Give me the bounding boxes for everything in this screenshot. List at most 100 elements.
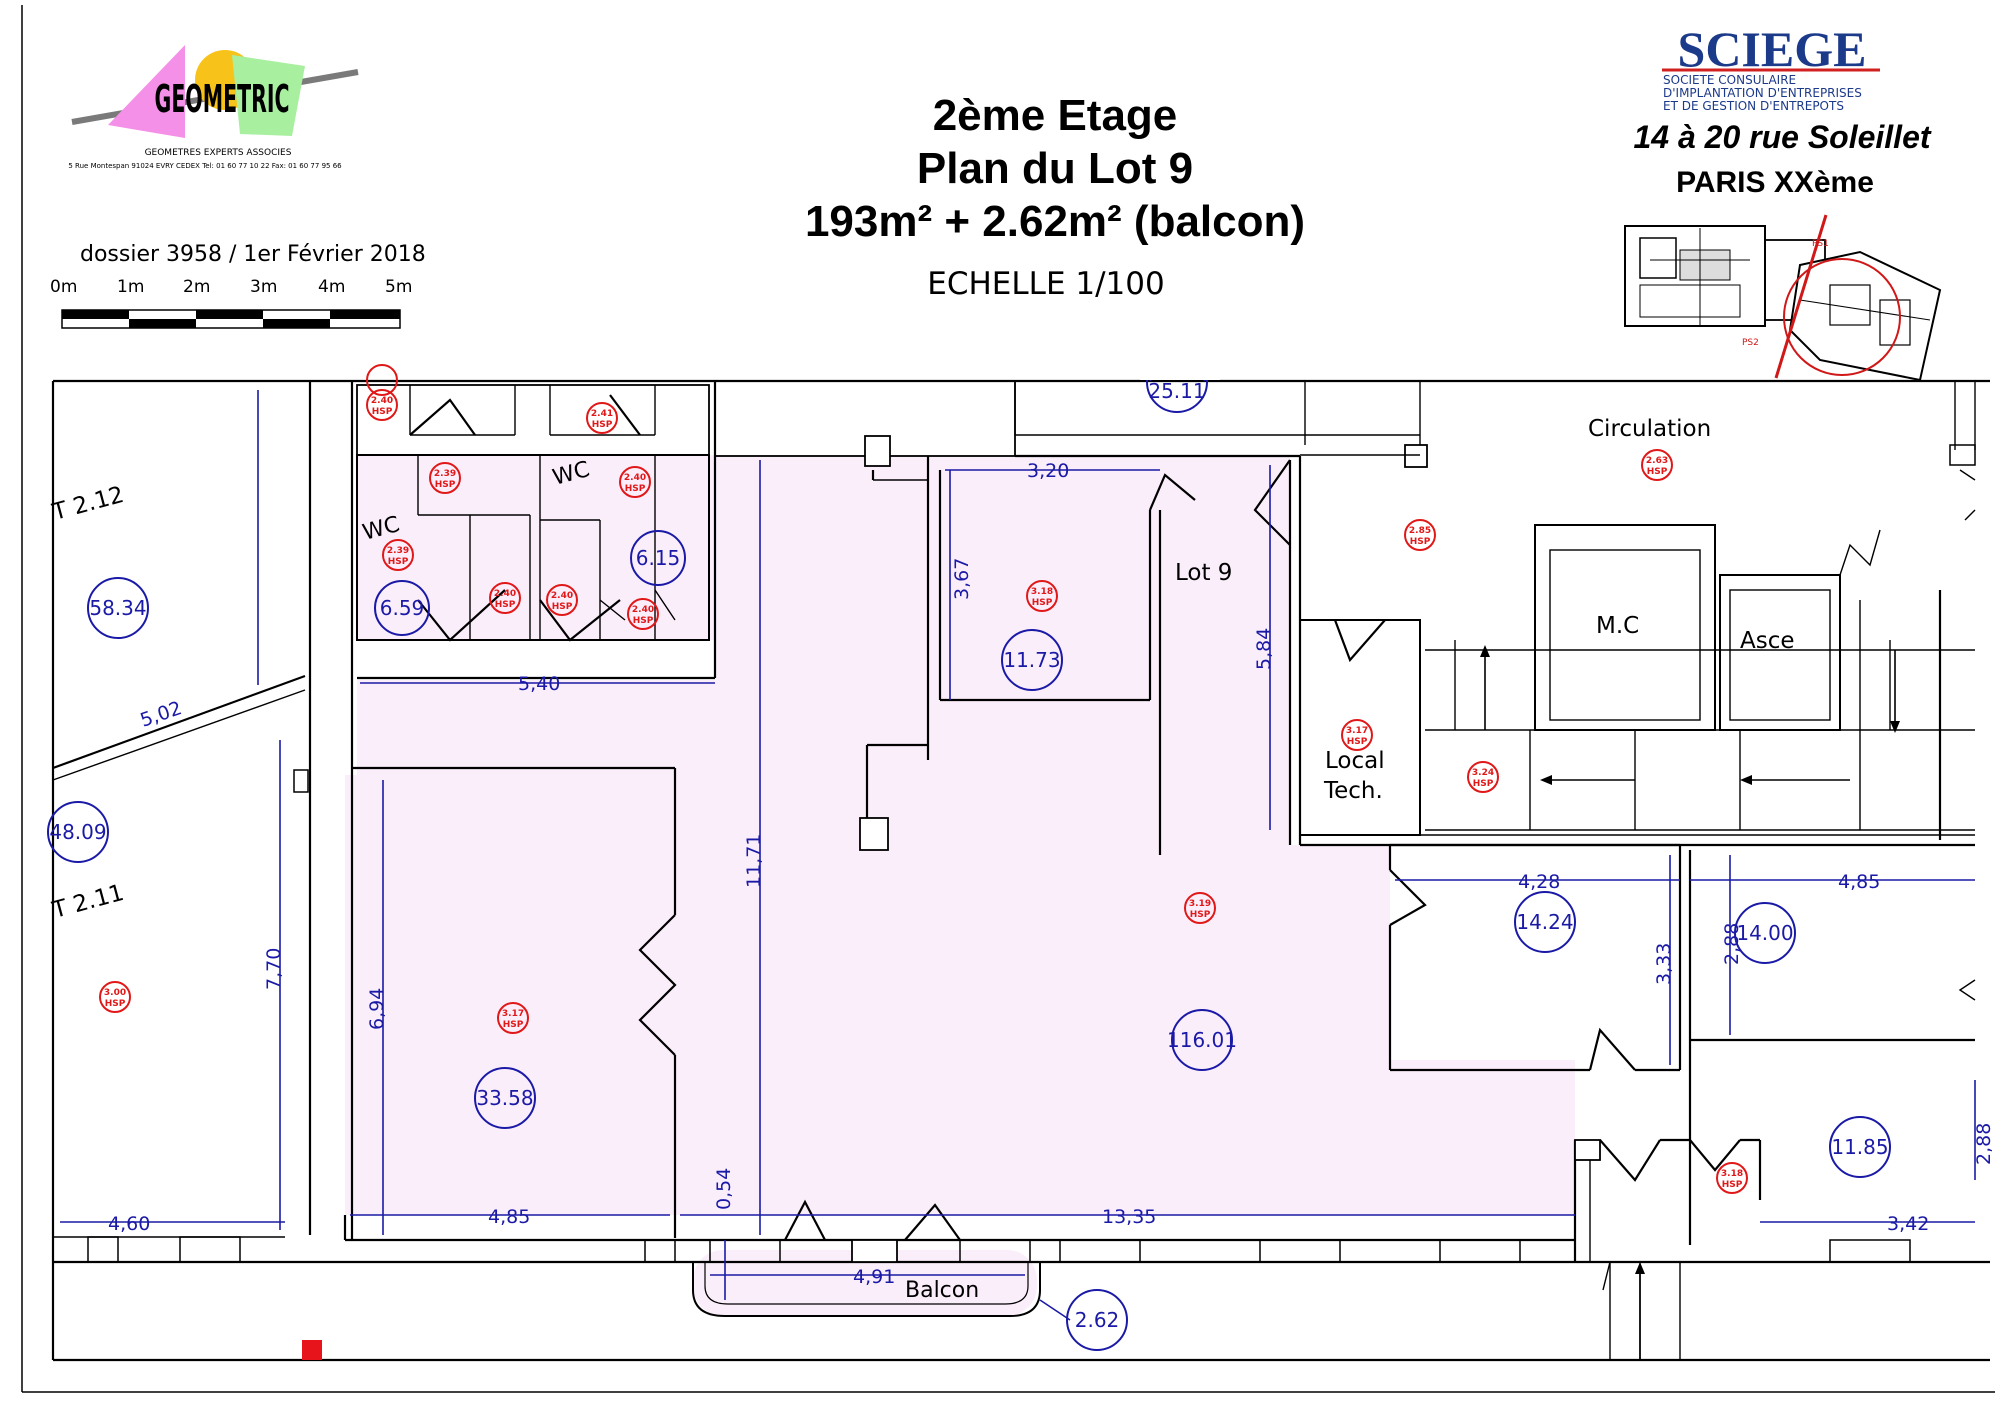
keyplan-ps1: PS1 xyxy=(1812,239,1829,249)
hsp-value: 2.39 xyxy=(434,469,456,479)
dim-6-94: 6,94 xyxy=(366,988,388,1030)
balcony xyxy=(692,1262,1041,1317)
scale-tick-0: 0m xyxy=(50,277,77,297)
title-lot: Plan du Lot 9 xyxy=(917,144,1193,193)
dim-2-88-a: 2,88 xyxy=(1721,923,1743,965)
area-33-58: 33.58 xyxy=(476,1086,533,1110)
dim-5-02: 5,02 xyxy=(137,697,184,732)
hsp-unit: HSP xyxy=(1473,779,1494,789)
room-label-local: Local xyxy=(1325,748,1385,774)
area-14-24: 14.24 xyxy=(1516,910,1573,934)
dim-4-85-b: 4,85 xyxy=(1838,871,1880,893)
hsp-unit: HSP xyxy=(1647,467,1668,477)
hsp-value: 3.24 xyxy=(1472,768,1494,778)
hsp-unit: HSP xyxy=(633,616,654,626)
dim-2-88-b: 2,88 xyxy=(1973,1123,1995,1165)
scale-tick-3: 3m xyxy=(250,277,277,297)
hsp-unit: HSP xyxy=(552,602,573,612)
scale-bar: 0m 1m 2m 3m 4m 5m xyxy=(50,277,412,329)
geometric-logo-name: GEOMETRIC xyxy=(155,77,290,121)
dim-11-71: 11,71 xyxy=(743,834,765,888)
room-label-asce: Asce xyxy=(1740,628,1795,654)
title-scale: ECHELLE 1/100 xyxy=(927,266,1164,302)
sciege-sub-3: ET DE GESTION D'ENTREPOTS xyxy=(1663,99,1844,113)
dim-13-35: 13,35 xyxy=(1102,1206,1156,1228)
title-block: 2ème Etage Plan du Lot 9 193m² + 2.62m² … xyxy=(805,91,1305,302)
scale-tick-5: 5m xyxy=(385,277,412,297)
address-city: PARIS XXème xyxy=(1676,166,1874,199)
hsp-unit: HSP xyxy=(435,480,456,490)
room-label-balcon: Balcon xyxy=(905,1278,979,1303)
dim-4-85-a: 4,85 xyxy=(488,1206,530,1228)
room-label-t212: T 2.12 xyxy=(49,482,127,526)
hsp-value: 3.18 xyxy=(1031,587,1053,597)
dimension-labels: 5,02 5,40 3,20 3,67 5,84 11,71 6,94 7,70… xyxy=(108,460,1995,1288)
room-label-tech: Tech. xyxy=(1323,778,1383,804)
hsp-value: 2.40 xyxy=(632,605,654,615)
hsp-value: 2.40 xyxy=(624,473,646,483)
title-area: 193m² + 2.62m² (balcon) xyxy=(805,197,1305,246)
area-58-34: 58.34 xyxy=(89,596,146,620)
hsp-unit: HSP xyxy=(105,999,126,1009)
dim-4-28: 4,28 xyxy=(1518,871,1560,893)
dim-5-84: 5,84 xyxy=(1253,628,1275,670)
room-label-circulation: Circulation xyxy=(1588,416,1711,442)
lot9-highlight xyxy=(345,455,1575,1316)
red-marker xyxy=(302,1340,322,1360)
hsp-value: 2.40 xyxy=(494,589,516,599)
flow-arrows xyxy=(1480,645,1900,1360)
title-floor: 2ème Etage xyxy=(933,91,1178,140)
keyplan-ps2: PS2 xyxy=(1742,338,1759,348)
hsp-value: 3.18 xyxy=(1721,1169,1743,1179)
hsp-value: 3.17 xyxy=(502,1009,524,1019)
hsp-unit: HSP xyxy=(1190,910,1211,920)
left-neighbour xyxy=(52,381,354,1263)
sciege-sub-1: SOCIETE CONSULAIRE xyxy=(1663,73,1796,87)
dim-3-67: 3,67 xyxy=(951,558,973,600)
hsp-value: 2.63 xyxy=(1646,456,1668,466)
dimension-lines xyxy=(60,390,1976,1321)
geometric-subtitle: GEOMETRES EXPERTS ASSOCIES xyxy=(145,148,292,158)
dim-4-91: 4,91 xyxy=(853,1266,895,1288)
sciege-sub-2: D'IMPLANTATION D'ENTREPRISES xyxy=(1663,86,1862,100)
dim-4-60: 4,60 xyxy=(108,1213,150,1235)
dim-3-33: 3,33 xyxy=(1653,943,1675,985)
hsp-unit: HSP xyxy=(1347,737,1368,747)
hsp-value: 2.85 xyxy=(1409,526,1431,536)
address-street: 14 à 20 rue Soleillet xyxy=(1633,119,1931,155)
dim-7-70: 7,70 xyxy=(263,948,285,990)
scale-tick-2: 2m xyxy=(183,277,210,297)
hsp-unit: HSP xyxy=(1722,1180,1743,1190)
lot9-walls xyxy=(343,380,1911,1263)
dim-3-20: 3,20 xyxy=(1027,460,1069,482)
hsp-unit: HSP xyxy=(388,557,409,567)
room-label-mc: M.C xyxy=(1596,613,1639,639)
hsp-value: 2.39 xyxy=(387,546,409,556)
scale-tick-1: 1m xyxy=(117,277,144,297)
dossier-text: dossier 3958 / 1er Février 2018 xyxy=(80,242,426,267)
hsp-unit: HSP xyxy=(1410,537,1431,547)
hsp-value: 3.00 xyxy=(104,988,126,998)
geometric-logo: GEOMETRIC GEOMETRES EXPERTS ASSOCIES 5 R… xyxy=(68,45,359,170)
dim-0-54: 0,54 xyxy=(713,1168,735,1210)
area-6-15: 6.15 xyxy=(636,546,681,570)
sciege-logo: SCIEGE SOCIETE CONSULAIRE D'IMPLANTATION… xyxy=(1633,21,1931,199)
area-11-73: 11.73 xyxy=(1003,648,1060,672)
area-11-85: 11.85 xyxy=(1831,1135,1888,1159)
hsp-unit: HSP xyxy=(495,600,516,610)
hsp-unit: HSP xyxy=(1032,598,1053,608)
sciege-name: SCIEGE xyxy=(1678,21,1867,77)
area-6-59: 6.59 xyxy=(380,596,425,620)
hsp-value: 3.17 xyxy=(1346,726,1368,736)
hsp-unit: HSP xyxy=(503,1020,524,1030)
area-48-09: 48.09 xyxy=(49,820,106,844)
dim-3-42: 3,42 xyxy=(1887,1213,1929,1235)
hsp-unit: HSP xyxy=(372,407,393,417)
scale-tick-4: 4m xyxy=(318,277,345,297)
key-plan: PS1 PS2 xyxy=(1624,214,1942,382)
room-label-t211: T 2.11 xyxy=(49,880,127,924)
hsp-value: 3.19 xyxy=(1189,899,1211,909)
hsp-unit: HSP xyxy=(625,484,646,494)
area-116-01: 116.01 xyxy=(1167,1028,1237,1052)
